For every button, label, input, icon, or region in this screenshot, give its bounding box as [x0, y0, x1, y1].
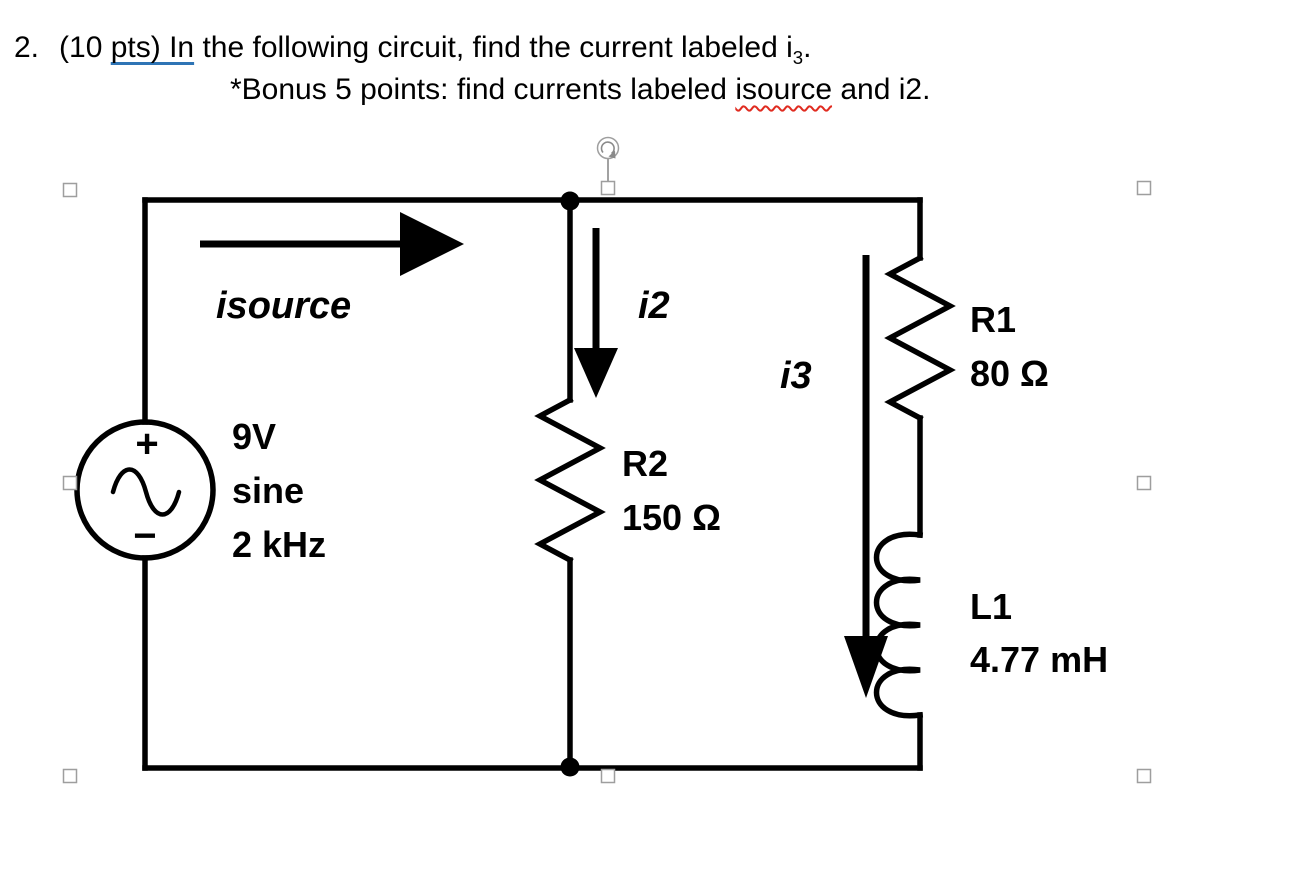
problem-text-end: .: [803, 31, 812, 64]
selection-handle-top-right[interactable]: [1136, 180, 1152, 196]
top-junction-dot: [560, 191, 580, 211]
inductor-l1-coil: [873, 531, 924, 719]
i2-label: i2: [638, 285, 670, 327]
r1-name-label: R1: [970, 299, 1016, 340]
selection-handle-top-left[interactable]: [62, 182, 78, 198]
problem-number: 2.: [14, 31, 40, 64]
grammar-underlined-text: pts) In: [110, 31, 195, 64]
r2-name-label: R2: [622, 443, 668, 484]
isource-label: isource: [216, 285, 351, 327]
r2-value-label: 150 Ω: [622, 497, 721, 538]
selection-handle-bottom-left[interactable]: [62, 768, 78, 784]
i3-arrow: [844, 255, 888, 698]
spellcheck-flagged-word: isource: [735, 73, 833, 106]
problem-statement-line1: 2. (10 pts) In the following circuit, fin…: [14, 30, 811, 76]
resistor-r2-zigzag: [534, 396, 606, 564]
i2-arrow: [574, 228, 618, 398]
selection-handle-middle-left[interactable]: [62, 475, 78, 491]
resistor-r1-zigzag: [884, 254, 956, 422]
source-plus-sign: +: [135, 422, 158, 466]
selection-handle-bottom-right[interactable]: [1136, 768, 1152, 784]
source-waveform-label: sine: [232, 470, 304, 511]
source-minus-sign: −: [133, 514, 156, 558]
problem-statement-line2: *Bonus 5 points: find currents labeled i…: [230, 72, 930, 108]
sine-wave-icon: [110, 467, 182, 517]
problem-text-mid: the following circuit, find the current …: [194, 31, 793, 64]
problem-text-pre: (10: [59, 31, 111, 64]
selection-handle-top-middle[interactable]: [600, 180, 616, 196]
current-subscript: 3: [792, 47, 804, 68]
source-frequency-label: 2 kHz: [232, 524, 326, 565]
bonus-text-post: and i2.: [832, 73, 931, 106]
rotation-handle[interactable]: [596, 136, 620, 160]
rotate-icon-arrowhead: [608, 150, 616, 159]
l1-name-label: L1: [970, 586, 1012, 627]
selection-handle-middle-right[interactable]: [1136, 475, 1152, 491]
r1-value-label: 80 Ω: [970, 353, 1049, 394]
i3-label: i3: [780, 355, 812, 397]
l1-value-label: 4.77 mH: [970, 639, 1108, 680]
rotate-icon: [600, 141, 615, 155]
isource-arrow: [200, 212, 464, 276]
selection-handle-bottom-middle[interactable]: [600, 768, 616, 784]
source-value-label: 9V: [232, 416, 276, 457]
bottom-junction-dot: [560, 757, 580, 777]
bonus-text-pre: *Bonus 5 points: find currents labeled: [230, 73, 736, 106]
